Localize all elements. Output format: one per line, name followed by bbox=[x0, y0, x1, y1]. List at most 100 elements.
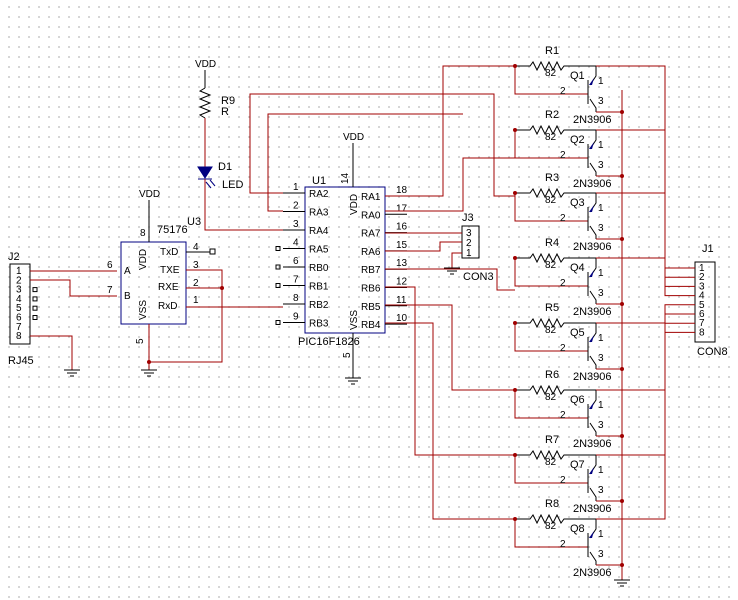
resistor-ref-r2: R2 bbox=[545, 109, 559, 121]
j3-value: CON3 bbox=[463, 271, 494, 283]
u3-pin-b: B bbox=[124, 291, 131, 302]
resistor-ref-r4: R4 bbox=[545, 237, 559, 249]
u1-value: PIC16F1826 bbox=[298, 336, 360, 348]
u3-pin-txe: TXE bbox=[160, 265, 180, 276]
u1-num-13: 13 bbox=[396, 258, 408, 269]
transistor-ref-q6: Q6 bbox=[570, 394, 585, 406]
j3-pin-1: 1 bbox=[466, 248, 472, 259]
emitter-wire bbox=[596, 65, 695, 269]
j1-pin-7: 7 bbox=[699, 318, 705, 329]
transistor-arrow bbox=[589, 402, 594, 409]
resistor-value: 82 bbox=[545, 132, 557, 143]
u1-num-6: 6 bbox=[293, 256, 299, 267]
resistor-symbol bbox=[515, 124, 580, 136]
u3-pin-vdd: VDD bbox=[138, 249, 149, 270]
u1-nc-stub bbox=[275, 283, 281, 288]
emitter-wire bbox=[596, 129, 695, 278]
resistor-symbol bbox=[515, 513, 580, 525]
u1-body bbox=[304, 186, 386, 334]
u1-num-17: 17 bbox=[396, 203, 408, 214]
u3-num-6: 6 bbox=[107, 260, 113, 271]
u1-pin-ra2: RA2 bbox=[309, 189, 329, 200]
transistor-value: 2N3906 bbox=[573, 306, 612, 318]
u1-num-1: 1 bbox=[293, 182, 299, 193]
u1-nc-stub bbox=[275, 246, 281, 251]
u1-num-9: 9 bbox=[293, 312, 299, 323]
j2-pin-8: 8 bbox=[16, 331, 22, 342]
j2-pin-2: 2 bbox=[16, 275, 22, 286]
u3-ref: U3 bbox=[187, 216, 201, 228]
u3-pin-txd: TxD bbox=[160, 247, 178, 258]
tr-pin-3: 3 bbox=[598, 549, 604, 560]
transistor-ref-q4: Q4 bbox=[570, 262, 585, 274]
j1-pin-4: 4 bbox=[699, 291, 705, 302]
transistor-collector bbox=[589, 290, 597, 304]
transistor-ref-q2: Q2 bbox=[570, 134, 585, 146]
resistor-ref-r1: R1 bbox=[545, 45, 559, 57]
j3-pin-3: 3 bbox=[466, 228, 472, 239]
transistor-collector bbox=[589, 162, 597, 176]
tr-pin-1: 1 bbox=[598, 400, 604, 411]
u3-num-7: 7 bbox=[107, 285, 113, 296]
r9-resistor-symbol bbox=[198, 87, 212, 119]
u3-num-2: 2 bbox=[193, 278, 199, 289]
u1-num-12: 12 bbox=[396, 277, 408, 288]
u1-pin-rb6: RB6 bbox=[361, 284, 381, 295]
u1-num-5: 5 bbox=[342, 352, 353, 358]
j1-pin-2: 2 bbox=[699, 272, 705, 283]
transistor-ref-q7: Q7 bbox=[570, 459, 585, 471]
resistor-symbol bbox=[515, 60, 580, 72]
base-wire bbox=[514, 390, 588, 419]
base-wire bbox=[514, 193, 588, 222]
junction bbox=[620, 302, 624, 306]
u1-pin-rb1: RB1 bbox=[309, 282, 329, 293]
u1-pin-rb2: RB2 bbox=[309, 300, 329, 311]
j1-pin-5: 5 bbox=[699, 300, 705, 311]
u1-nc-stub bbox=[275, 320, 281, 325]
u1-num-3: 3 bbox=[293, 219, 299, 230]
emitter-wire bbox=[596, 331, 695, 520]
u1-pin-ra3: RA3 bbox=[309, 208, 329, 219]
u1-pin-ra0: RA0 bbox=[361, 210, 381, 221]
junction bbox=[620, 174, 624, 178]
tr-pin-1: 1 bbox=[598, 140, 604, 151]
transistor-value: 2N3906 bbox=[573, 438, 612, 450]
transistor-value: 2N3906 bbox=[573, 114, 612, 126]
u3-value: 75176 bbox=[157, 224, 188, 236]
resistor-symbol bbox=[515, 384, 580, 396]
emitter-wire bbox=[596, 322, 695, 456]
j1-value: CON8 bbox=[697, 346, 728, 358]
u1-num-18: 18 bbox=[396, 185, 408, 196]
u1-num-4: 4 bbox=[293, 238, 299, 249]
junction bbox=[620, 434, 624, 438]
resistor-symbol bbox=[515, 187, 580, 199]
vdd-label-u3: VDD bbox=[139, 189, 160, 200]
junction bbox=[620, 237, 624, 241]
resistor-value: 82 bbox=[545, 68, 557, 79]
tr-pin-3: 3 bbox=[598, 288, 604, 299]
junction bbox=[620, 367, 624, 371]
resistor-ref-r5: R5 bbox=[545, 302, 559, 314]
transistor-collector bbox=[589, 422, 597, 436]
transistor-arrow bbox=[589, 531, 594, 538]
j2-pin-6: 6 bbox=[16, 313, 22, 324]
resistor-value: 82 bbox=[545, 325, 557, 336]
d1-led-symbol bbox=[197, 166, 213, 179]
emitter-wire bbox=[596, 257, 695, 297]
u1-pin-ra6: RA6 bbox=[361, 247, 381, 258]
transistor-collector bbox=[589, 551, 597, 565]
u1-num-2: 2 bbox=[293, 201, 299, 212]
transistor-arrow bbox=[589, 335, 594, 342]
u1-wiring bbox=[249, 65, 630, 587]
u1-nc-stub bbox=[275, 264, 281, 270]
transistor-ref-q3: Q3 bbox=[570, 197, 585, 209]
u3-body bbox=[120, 241, 187, 325]
tr-pin-3: 3 bbox=[598, 485, 604, 496]
u3-pin-a: A bbox=[124, 266, 131, 277]
